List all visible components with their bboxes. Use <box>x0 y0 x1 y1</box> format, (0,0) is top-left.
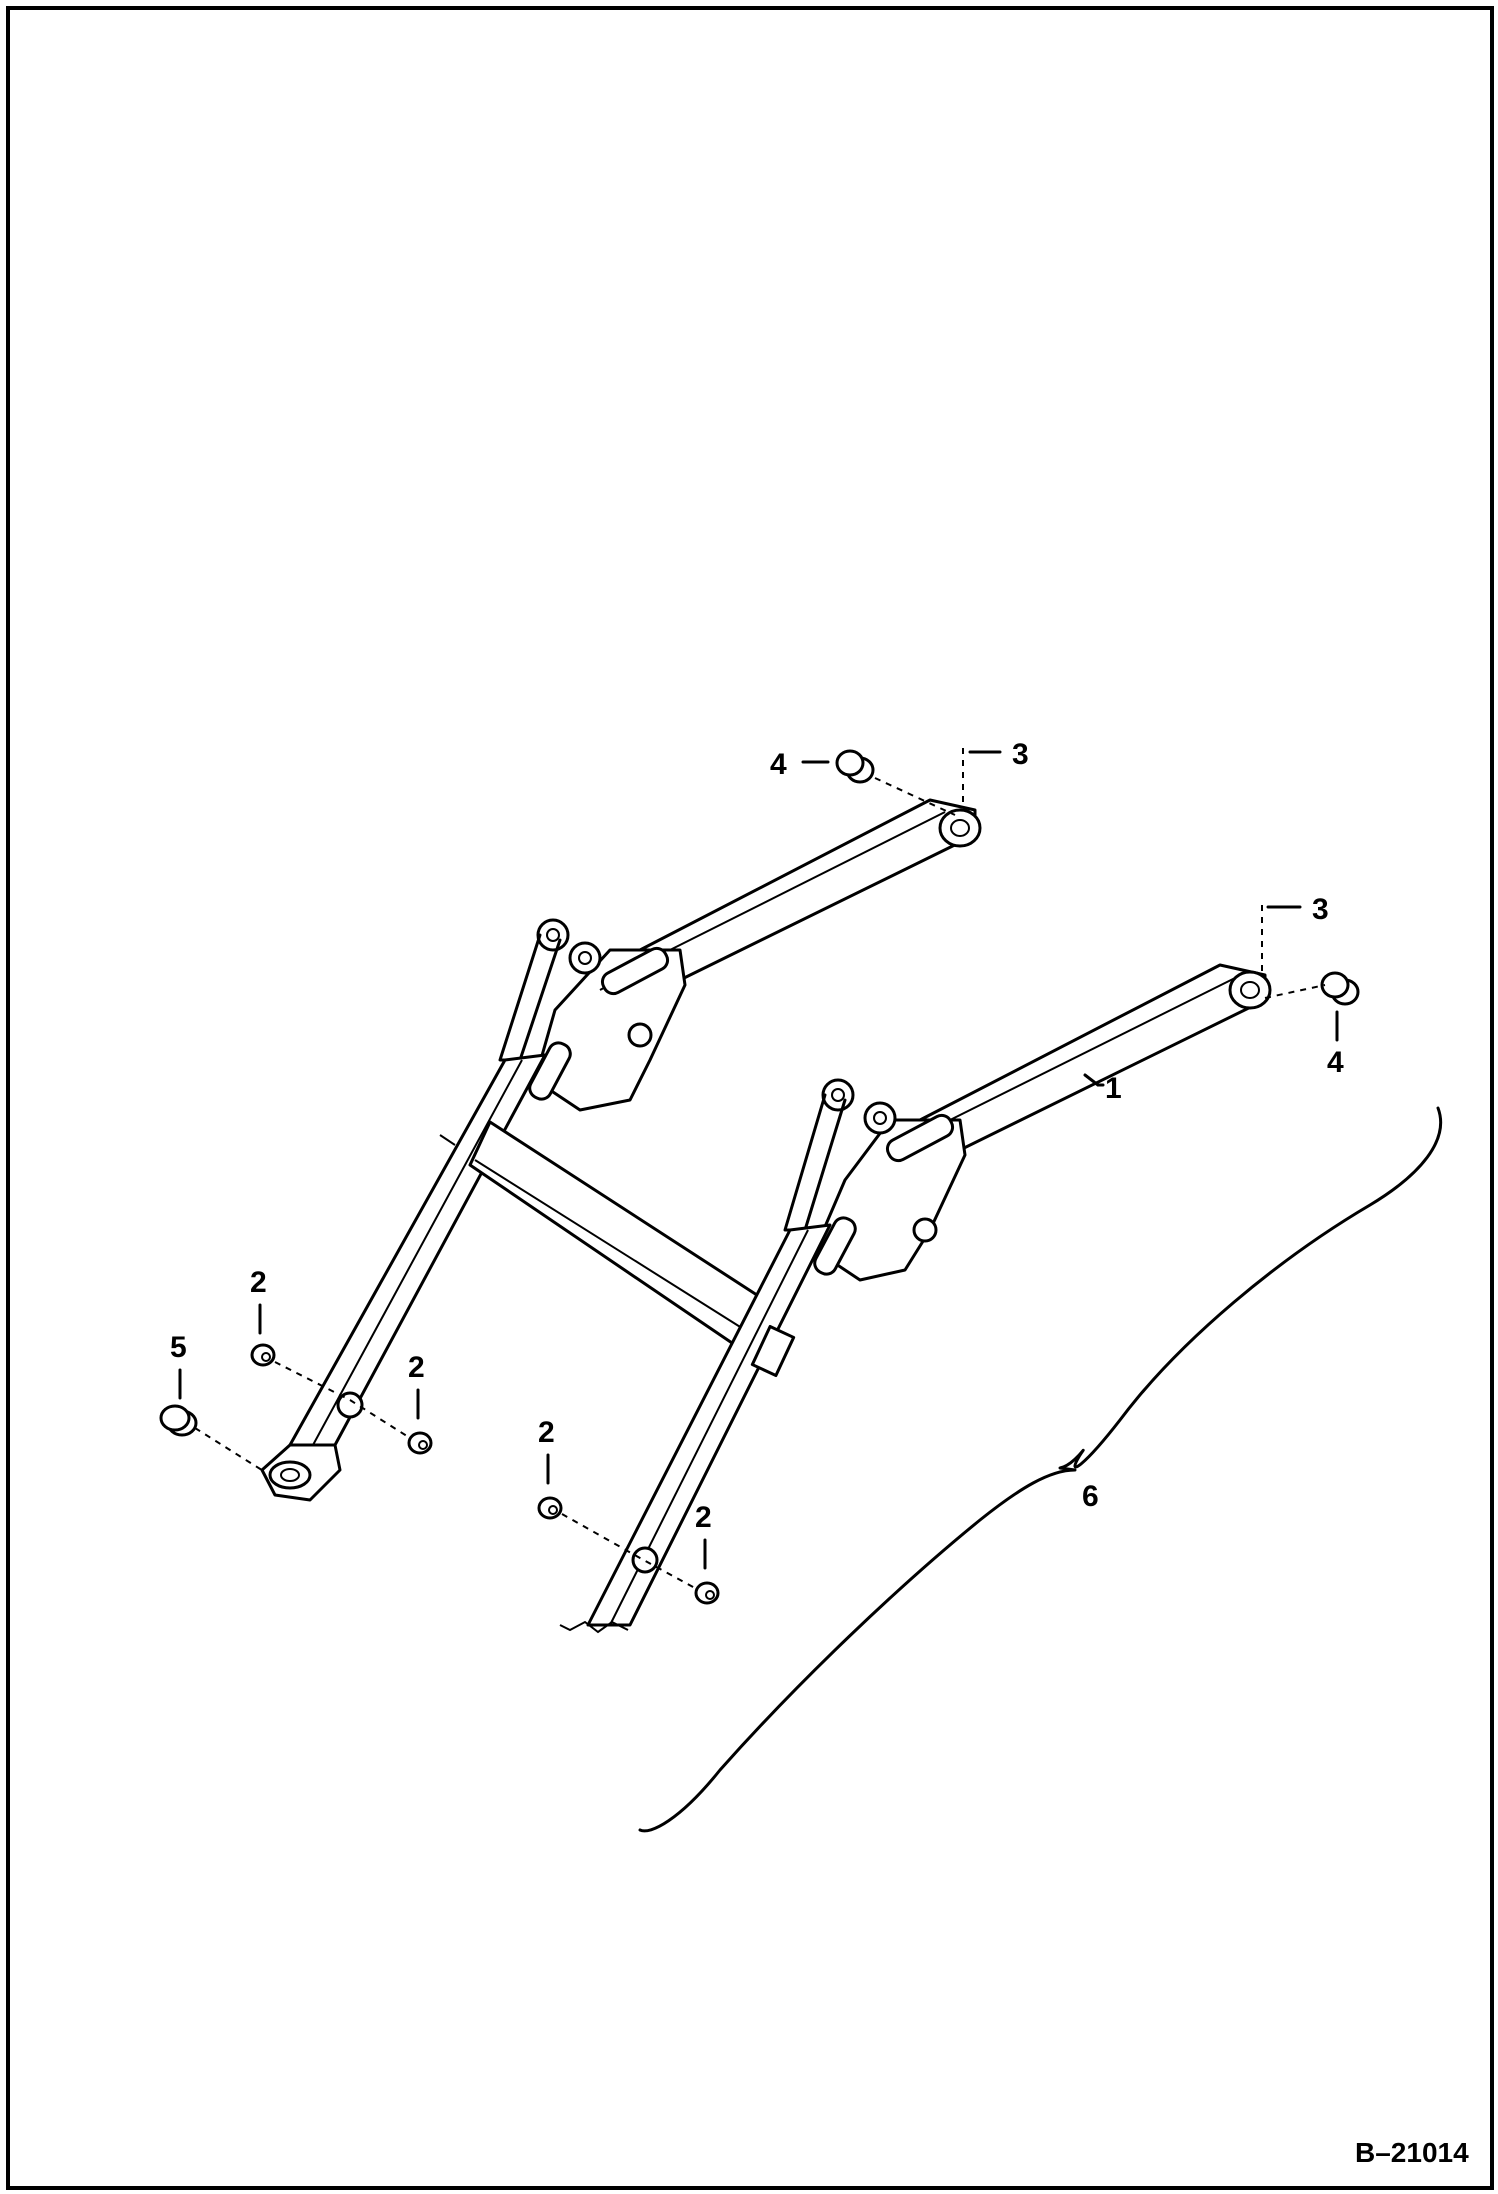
callout-4-top: 4 <box>770 748 787 781</box>
callout-2-d: 2 <box>695 1501 712 1534</box>
bushing-right-4 <box>1320 971 1360 1006</box>
callout-3-right: 3 <box>1312 893 1329 926</box>
assembly-lines <box>194 748 1326 1589</box>
bushing-2b <box>407 1431 433 1455</box>
assembly-brace <box>638 1106 1443 1833</box>
callout-6: 6 <box>1082 1480 1099 1513</box>
callout-4-right: 4 <box>1327 1046 1344 1079</box>
callout-2-a: 2 <box>250 1266 267 1299</box>
bushing-2c <box>537 1496 563 1520</box>
bushing-2a <box>250 1343 276 1367</box>
bushing-top-4 <box>835 749 875 784</box>
callout-5: 5 <box>170 1331 187 1364</box>
callout-3-top: 3 <box>1012 738 1029 771</box>
bushing-5 <box>159 1404 198 1437</box>
leader-lines <box>178 750 1339 1570</box>
front-lift-arm <box>559 963 1272 1634</box>
figure-number: B–21014 <box>1355 2137 1469 2168</box>
cross-tube <box>468 1120 762 1347</box>
bushing-2d <box>694 1581 720 1605</box>
callout-1: 1 <box>1105 1072 1122 1105</box>
callout-2-c: 2 <box>538 1416 555 1449</box>
callout-2-b: 2 <box>408 1351 425 1384</box>
drawing-frame <box>6 6 1494 2190</box>
